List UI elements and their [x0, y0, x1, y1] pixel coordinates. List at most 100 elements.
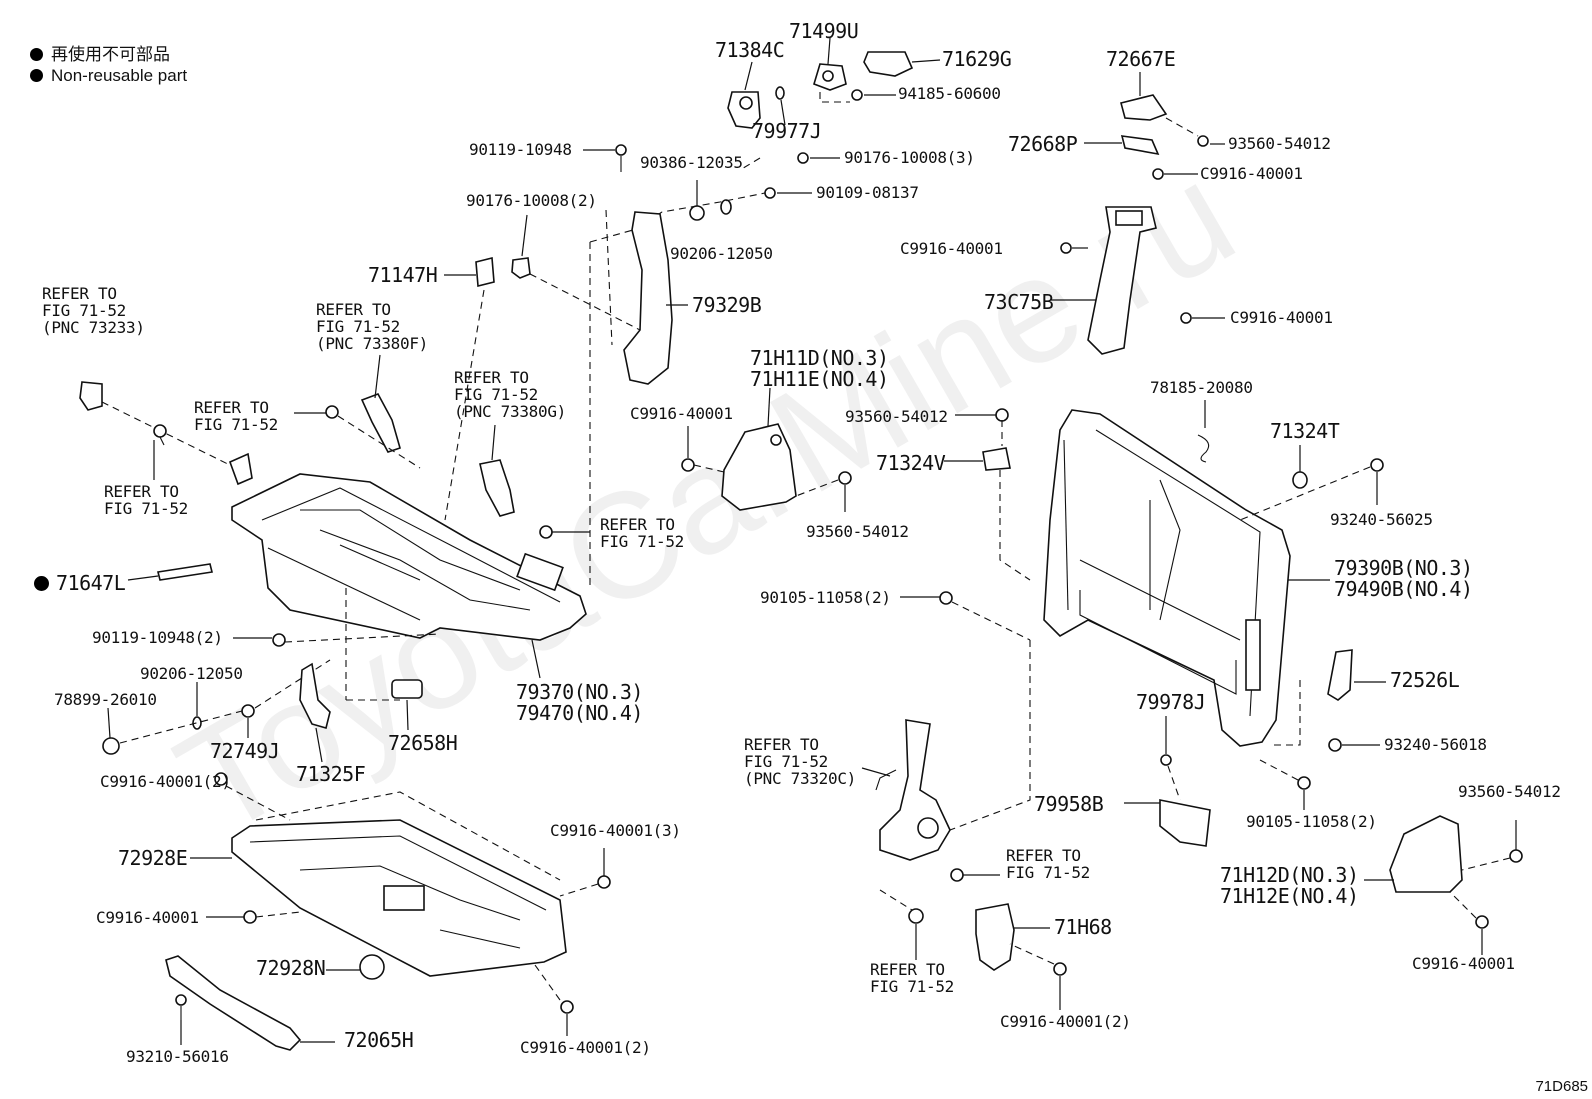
label-71H12[interactable]: 71H12D(NO.3) 71H12E(NO.4) [1220, 863, 1359, 908]
part-72526L-pad [1327, 649, 1353, 701]
part-72065H-strap [165, 955, 302, 1051]
part-78185-hook [1197, 434, 1210, 463]
legend-item-jp: 再使用不可部品 [30, 40, 170, 65]
part-72667E-cover [1120, 94, 1168, 121]
label-71H11[interactable]: 71H11D(NO.3) 71H11E(NO.4) [750, 346, 889, 391]
refer-to-fig-71-52-b[interactable]: REFER TO FIG 71-52 [104, 482, 188, 518]
part-79390B-seatback-frame [1043, 409, 1291, 747]
label-72668P[interactable]: 72668P [1008, 132, 1078, 156]
refer-to-fig-71-52-d[interactable]: REFER TO FIG 71-52 [1006, 846, 1090, 882]
refer-to-73233[interactable]: REFER TO FIG 71-52 (PNC 73233) [42, 284, 145, 337]
non-reusable-dot-icon [34, 576, 49, 591]
label-71324T[interactable]: 71324T [1270, 419, 1340, 443]
label-90119-10948-2[interactable]: 90119-10948(2) [92, 628, 223, 647]
label-C9916-40001-c[interactable]: C9916-40001 [1230, 308, 1333, 327]
refer-to-73320C[interactable]: REFER TO FIG 71-52 (PNC 73320C) [744, 735, 856, 788]
label-78185-20080[interactable]: 78185-20080 [1150, 378, 1253, 397]
refer-to-73380F[interactable]: REFER TO FIG 71-52 (PNC 73380F) [316, 300, 428, 353]
part-72668P-strip [1120, 135, 1160, 156]
part-71384C-bracket [727, 91, 761, 129]
label-71147H[interactable]: 71147H [368, 263, 438, 287]
part-73C75B-handle [1087, 206, 1157, 355]
part-71147H-label [475, 256, 495, 288]
label-73C75B[interactable]: 73C75B [984, 290, 1054, 314]
label-93210-56016[interactable]: 93210-56016 [126, 1047, 229, 1066]
part-72928E-tray [231, 819, 567, 977]
label-79329B[interactable]: 79329B [692, 293, 762, 317]
part-refE-bracket [228, 452, 253, 486]
label-71384C[interactable]: 71384C [715, 38, 785, 62]
label-C9916-40001-a[interactable]: C9916-40001 [1200, 164, 1303, 183]
part-71H11-panel [721, 423, 797, 511]
refer-to-fig-71-52-e[interactable]: REFER TO FIG 71-52 [870, 960, 954, 996]
label-93240-56018[interactable]: 93240-56018 [1384, 735, 1487, 754]
non-reusable-dot-icon [30, 69, 43, 82]
label-93560-54012-c[interactable]: 93560-54012 [806, 522, 909, 541]
part-71629G-cap [863, 51, 914, 77]
part-72658H-pad [391, 679, 423, 699]
label-C9916-40001-d[interactable]: C9916-40001 [630, 404, 733, 423]
legend-item-en: Non-reusable part [30, 66, 187, 86]
label-93560-54012-b[interactable]: 93560-54012 [845, 407, 948, 426]
label-71647L[interactable]: 71647L [56, 571, 126, 595]
part-71324V-bracket [982, 447, 1011, 471]
refer-to-fig-71-52-c[interactable]: REFER TO FIG 71-52 [600, 515, 684, 551]
label-C9916-40001-e[interactable]: C9916-40001 [1412, 954, 1515, 973]
label-90176-10008-3[interactable]: 90176-10008(3) [844, 148, 975, 167]
label-90206-12050-b[interactable]: 90206-12050 [140, 664, 243, 683]
label-94185-60600[interactable]: 94185-60600 [898, 84, 1001, 103]
label-C9916-40001-2b[interactable]: C9916-40001(2) [1000, 1012, 1131, 1031]
label-72658H[interactable]: 72658H [388, 731, 458, 755]
label-90206-12050-a[interactable]: 90206-12050 [670, 244, 773, 263]
label-90105-11058-b[interactable]: 90105-11058(2) [1246, 812, 1377, 831]
refer-to-fig-71-52-a[interactable]: REFER TO FIG 71-52 [194, 398, 278, 434]
refer-to-73380G[interactable]: REFER TO FIG 71-52 (PNC 73380G) [454, 368, 566, 421]
part-90176-clip [511, 257, 531, 279]
label-71H68[interactable]: 71H68 [1054, 915, 1112, 939]
part-ref-73233 [79, 381, 103, 411]
part-71H68-cover [975, 903, 1015, 971]
label-71324V[interactable]: 71324V [876, 451, 946, 475]
label-71325F[interactable]: 71325F [296, 762, 366, 786]
label-C9916-40001-b[interactable]: C9916-40001 [900, 239, 1003, 258]
label-90109-08137[interactable]: 90109-08137 [816, 183, 919, 202]
label-72065H[interactable]: 72065H [344, 1028, 414, 1052]
part-79329B-arm [623, 211, 673, 385]
part-71647L-strip [157, 563, 213, 581]
part-71H12-panel [1389, 815, 1463, 893]
label-72928E[interactable]: 72928E [118, 846, 188, 870]
label-78899-26010[interactable]: 78899-26010 [54, 690, 157, 709]
label-79977J[interactable]: 79977J [752, 119, 822, 143]
label-71499U[interactable]: 71499U [789, 19, 859, 43]
label-72667E[interactable]: 72667E [1106, 47, 1176, 71]
label-C9916-40001-f[interactable]: C9916-40001 [96, 908, 199, 927]
part-79977J-ring [775, 86, 785, 100]
label-72928N[interactable]: 72928N [256, 956, 326, 980]
label-93560-54012-d[interactable]: 93560-54012 [1458, 782, 1561, 801]
label-C9916-40001-2c[interactable]: C9916-40001(2) [520, 1038, 651, 1057]
figure-id: 71D685 [1535, 1078, 1588, 1095]
label-79978J[interactable]: 79978J [1136, 690, 1206, 714]
label-C9916-40001-2a[interactable]: C9916-40001(2) [100, 772, 231, 791]
label-79958B[interactable]: 79958B [1034, 792, 1104, 816]
label-90386-12035[interactable]: 90386-12035 [640, 153, 743, 172]
non-reusable-dot-icon [30, 48, 43, 61]
part-72928N-clip [359, 954, 385, 980]
part-71499U-knob [813, 63, 847, 91]
label-90119-10948[interactable]: 90119-10948 [469, 140, 572, 159]
label-90105-11058-a[interactable]: 90105-11058(2) [760, 588, 891, 607]
part-ref-73380G-buckle [479, 459, 515, 517]
label-93240-56025[interactable]: 93240-56025 [1330, 510, 1433, 529]
part-71325F-plate [299, 662, 331, 729]
label-79390B[interactable]: 79390B(NO.3) 79490B(NO.4) [1334, 556, 1473, 601]
label-71629G[interactable]: 71629G [942, 47, 1012, 71]
part-79370-cushion-frame [231, 473, 587, 641]
label-79370[interactable]: 79370(NO.3) 79470(NO.4) [516, 680, 643, 725]
part-79958B-cover [1159, 799, 1211, 847]
label-72749J[interactable]: 72749J [210, 739, 280, 763]
label-C9916-40001-3[interactable]: C9916-40001(3) [550, 821, 681, 840]
label-93560-54012-a[interactable]: 93560-54012 [1228, 134, 1331, 153]
label-72526L[interactable]: 72526L [1390, 668, 1460, 692]
label-90176-10008-2[interactable]: 90176-10008(2) [466, 191, 597, 210]
